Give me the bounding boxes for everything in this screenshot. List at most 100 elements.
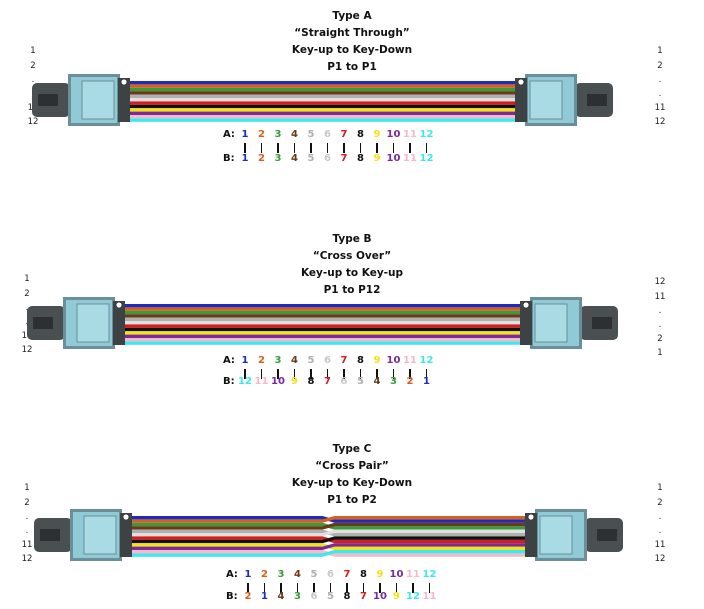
fiber-number-a: 9 [373,129,381,140]
left-fiber-label: 12 [21,554,33,564]
right-fiber-label: 2 [657,498,663,508]
diagram-title-line: P1 to P2 [327,494,377,506]
fiber-number-b: 8 [307,376,315,387]
fiber-number-b: 2 [406,376,414,387]
left-fiber-label: 11 [21,540,33,550]
fiber-number-a: 12 [419,355,434,366]
fiber-number-a: 10 [386,129,401,140]
ferrule [520,301,532,345]
mapping-bar [263,583,266,593]
diagram-title-line: Type A [332,10,372,22]
mapping-bar [244,143,246,153]
mapping-bar [260,369,263,379]
fiber-number-b: 6 [310,591,318,602]
housing-inner [81,80,115,120]
key-dot [527,513,535,521]
fiber-number-a: 11 [403,129,417,140]
mpo-connector [520,297,618,349]
fiber-number-b: 4 [291,153,298,164]
fiber-number-a: 9 [373,355,381,366]
fiber [125,321,520,325]
diagram-title-line: “Cross Pair” [315,460,389,472]
fiber-number-b: 3 [390,376,397,387]
left-fiber-label: 2 [24,289,30,299]
fiber-number-b: 2 [244,591,252,602]
ferrule [515,78,527,122]
fiber-number-a: 7 [343,569,351,580]
fiber-number-a: 8 [357,129,364,140]
fiber-number-a: 8 [360,569,367,580]
mapping-bar [409,369,411,379]
fiber [334,526,525,530]
diagram-title-line: Key-up to Key-Down [291,477,413,489]
fiber-number-b: 7 [360,591,367,602]
key-dot [115,301,123,309]
right-fiber-label: 11 [654,540,666,550]
fiber [125,310,520,315]
left-fiber-label: 1 [30,46,36,56]
fiber [130,104,515,109]
mapping-bar [310,369,312,379]
boot-slot [38,94,58,106]
fiber-number-b: 4 [277,591,285,602]
mapping-bar [277,143,279,153]
diagram-title-line: “Straight Through” [294,27,410,39]
mapping-bar [326,369,329,379]
fiber-number-b: 5 [327,591,334,602]
ferrule [118,78,130,122]
left-fiber-label: 2 [30,61,36,71]
key-dot [120,78,128,86]
fiber-number-b: 10 [373,591,387,602]
housing-inner [76,303,110,343]
fiber-number-a: 6 [327,569,334,580]
housing-inner [539,515,573,555]
mapping-bar [392,369,395,379]
left-fiber-label: 12 [27,117,39,127]
mapping-bar [362,583,365,593]
right-fiber-label: . [658,320,662,330]
mapping-bar [428,583,431,593]
fiber [132,536,323,540]
fiber-cross [322,550,335,557]
fiber-number-a: 6 [324,129,331,140]
housing-inner [534,303,568,343]
fiber-number-a: 12 [422,569,437,580]
fiber-number-b: 9 [393,591,400,602]
diagram-title-line: Type C [332,443,372,455]
fiber-number-a: 11 [406,569,420,580]
fiber-number-a: 8 [357,355,364,366]
fiber-cross [322,522,335,530]
row-label-b: B: [223,376,235,387]
fiber [130,115,515,119]
mapping-bar [379,583,381,593]
fiber [132,546,323,550]
fiber [125,324,520,328]
mpo-connector [525,509,623,561]
boot-slot [592,317,612,329]
left-fiber-label: 1 [24,274,30,284]
fiber [125,314,520,318]
fiber-number-a: 1 [241,129,249,140]
fiber-number-a: 5 [310,569,318,580]
mapping-bar [346,583,348,593]
mapping-bar [359,143,362,153]
fiber-number-a: 1 [241,355,249,366]
fiber [132,529,323,533]
key-dot [122,513,130,521]
fiber [125,317,520,321]
fiber-number-a: 2 [258,129,265,140]
ferrule [120,513,132,557]
fiber-number-b: 9 [291,376,298,387]
mapping-bar [376,143,378,153]
fiber [334,516,525,520]
right-fiber-label: . [658,89,662,99]
fiber-number-a: 6 [324,355,331,366]
fiber-number-a: 10 [389,569,404,580]
right-fiber-label: 1 [657,46,663,56]
row-label-a: A: [223,129,235,140]
ferrule [113,301,125,345]
right-fiber-label: . [658,75,662,85]
housing-inner [529,80,563,120]
fiber-bundle [125,304,520,345]
left-fiber-label: . [25,512,29,522]
